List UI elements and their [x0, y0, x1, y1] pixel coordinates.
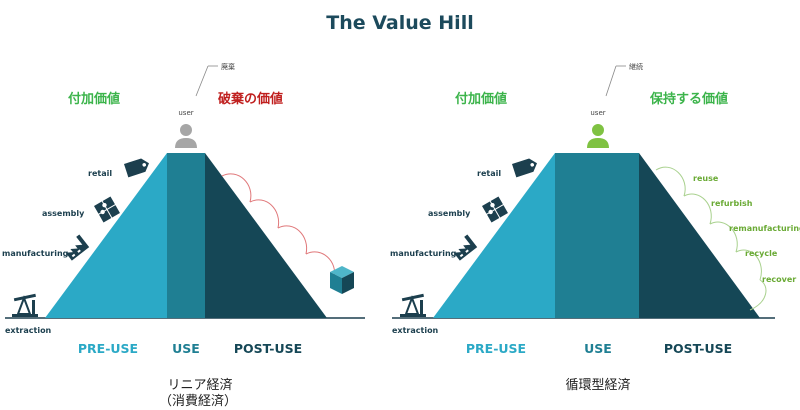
- stage-retail: retail: [477, 169, 501, 178]
- stage-extraction: extraction: [392, 326, 439, 335]
- linear-economy-caption: リニア経済: [167, 377, 232, 393]
- stage-manufacturing: manufacturing: [390, 249, 457, 258]
- waste-cube-icon: [330, 266, 354, 294]
- user-icon: [587, 124, 609, 148]
- page-title: The Value Hill: [326, 12, 473, 34]
- phase-use: USE: [172, 341, 200, 356]
- value-destroyed-label: 破棄の価値: [218, 91, 283, 107]
- loop-reuse: reuse: [693, 174, 719, 183]
- circular-economy-caption: 循環型経済: [565, 377, 630, 393]
- value-added-label: 付加価値: [455, 91, 507, 107]
- phase-pre-use: PRE-USE: [466, 341, 526, 356]
- disposal-label: 廃棄: [221, 62, 235, 71]
- post-use-slope: [205, 153, 327, 318]
- disposal-pointer: [195, 65, 209, 97]
- use-plateau: [555, 153, 639, 318]
- loop-recycle: recycle: [745, 249, 778, 258]
- oil-pump-icon: [400, 293, 426, 317]
- loop-remanufacturing: remanufacturing: [729, 224, 800, 233]
- puzzle-icon: [94, 196, 120, 223]
- value-loop-curves: [655, 166, 767, 311]
- pre-use-slope: [45, 153, 167, 318]
- consumption-economy-caption: （消費経済）: [159, 393, 237, 409]
- oil-pump-icon: [12, 293, 38, 317]
- post-use-slope: [639, 153, 760, 318]
- stage-extraction: extraction: [5, 326, 52, 335]
- pre-use-slope: [433, 153, 555, 318]
- loop-recover: recover: [762, 275, 796, 284]
- puzzle-icon: [482, 196, 508, 223]
- user-icon: [175, 124, 197, 148]
- stage-manufacturing: manufacturing: [2, 249, 69, 258]
- value-retained-label: 保持する価値: [649, 91, 728, 107]
- use-plateau: [167, 153, 205, 318]
- linear-economy-diagram: user 廃棄 付加価値 破棄の価値 retail assembly manuf…: [2, 62, 365, 409]
- factory-icon: [65, 234, 90, 261]
- value-added-label: 付加価値: [68, 91, 120, 107]
- phase-post-use: POST-USE: [234, 341, 302, 356]
- circular-economy-diagram: reuse refurbish remanufacturing recycle …: [390, 62, 800, 393]
- user-label: user: [178, 109, 193, 117]
- phase-use: USE: [584, 341, 612, 356]
- continue-label: 継続: [629, 62, 643, 71]
- stage-retail: retail: [88, 169, 112, 178]
- phase-post-use: POST-USE: [664, 341, 732, 356]
- phase-pre-use: PRE-USE: [78, 341, 138, 356]
- continue-pointer: [605, 65, 617, 97]
- price-tag-icon: [512, 158, 537, 178]
- factory-icon: [453, 234, 478, 261]
- user-label: user: [590, 109, 605, 117]
- loop-refurbish: refurbish: [711, 199, 753, 208]
- stage-assembly: assembly: [42, 209, 85, 218]
- stage-assembly: assembly: [428, 209, 471, 218]
- price-tag-icon: [124, 158, 149, 178]
